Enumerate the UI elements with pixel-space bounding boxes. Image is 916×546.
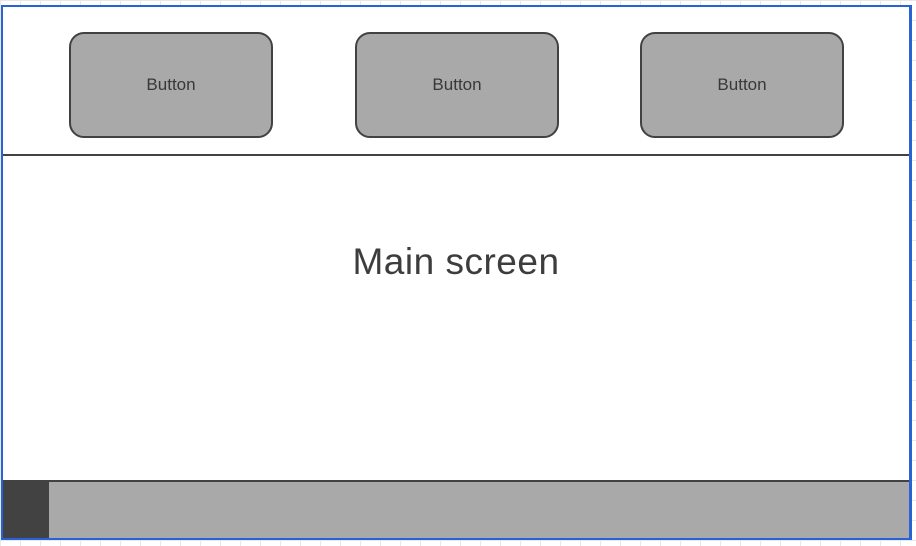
- top-button-bar: Button Button Button: [3, 7, 909, 156]
- button-2-label: Button: [432, 75, 482, 94]
- button-3-label: Button: [717, 75, 767, 94]
- mockup-frame: Button Button Button Main screen: [1, 5, 912, 540]
- button-1[interactable]: Button: [69, 32, 273, 138]
- button-3[interactable]: Button: [640, 32, 844, 138]
- button-1-label: Button: [146, 75, 196, 94]
- main-content-area: Main screen: [3, 156, 909, 422]
- main-screen-title: Main screen: [352, 241, 560, 282]
- bottom-bar-dark-tile[interactable]: [3, 482, 49, 538]
- bottom-bar: [3, 480, 909, 538]
- button-2[interactable]: Button: [355, 32, 559, 138]
